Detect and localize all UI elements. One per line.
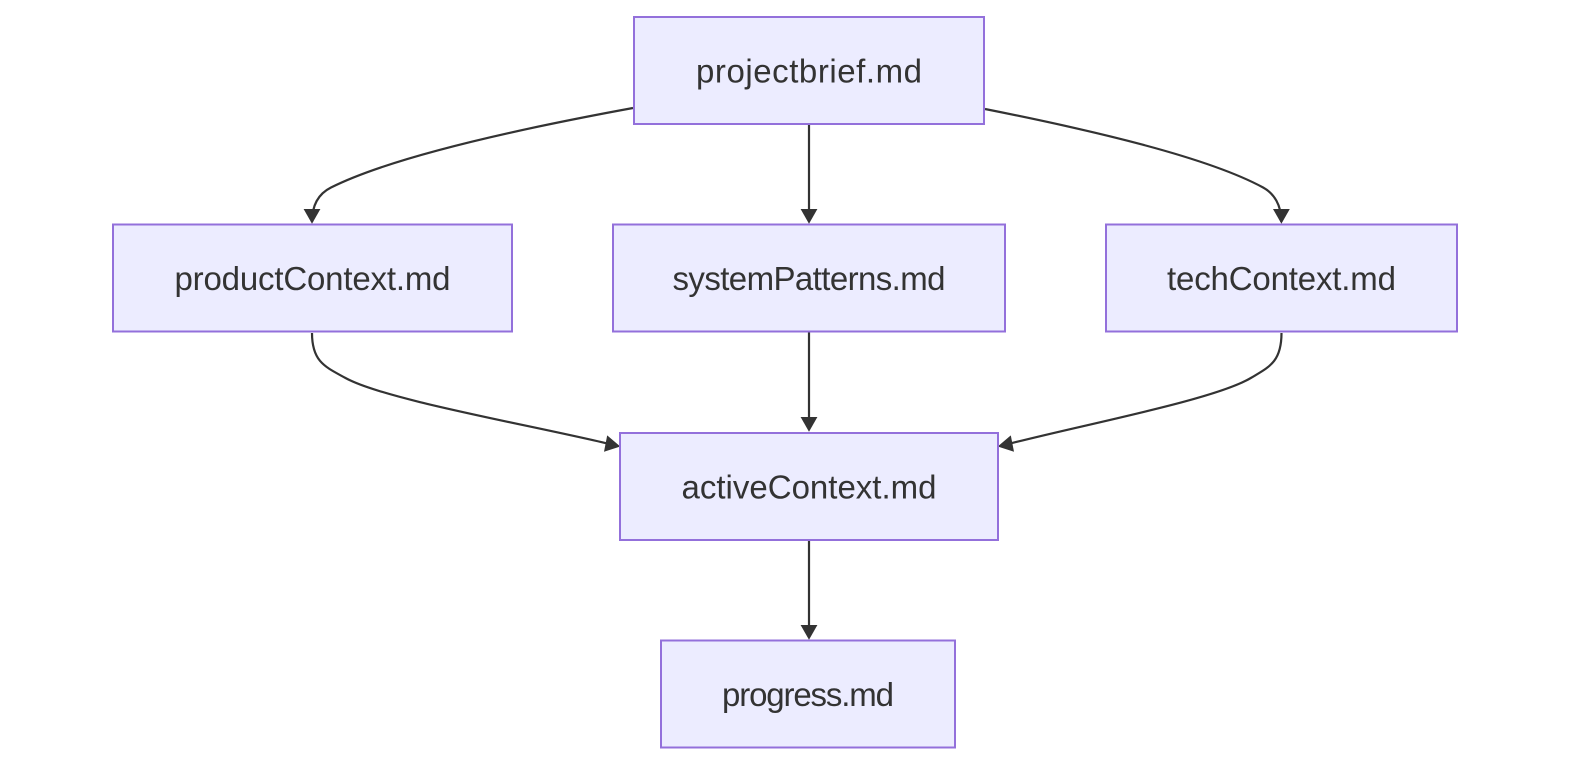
svg-text:progress.md: progress.md — [722, 676, 894, 713]
svg-text:systemPatterns.md: systemPatterns.md — [673, 260, 946, 297]
svg-text:productContext.md: productContext.md — [175, 260, 451, 297]
svg-text:techContext.md: techContext.md — [1167, 260, 1396, 297]
svg-text:activeContext.md: activeContext.md — [682, 469, 937, 506]
svg-text:projectbrief.md: projectbrief.md — [696, 53, 922, 90]
